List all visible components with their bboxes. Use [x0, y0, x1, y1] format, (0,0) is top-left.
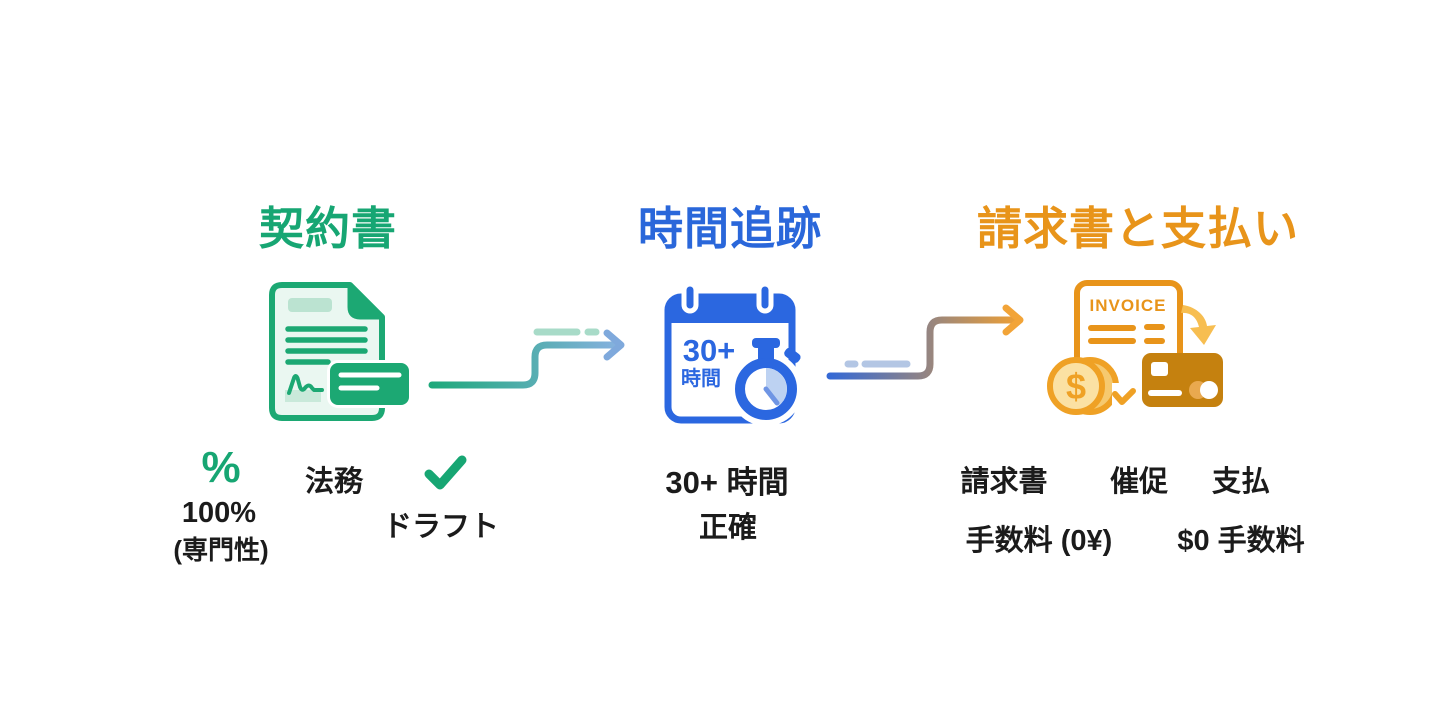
arrow-line [826, 316, 1022, 380]
card-logo-circle-right [1200, 381, 1218, 399]
stamp-lines [338, 372, 402, 391]
coin-front [1047, 357, 1105, 415]
arrow-contracts-to-time [428, 328, 625, 389]
curved-down-arrow [1181, 305, 1216, 345]
arrow-head [603, 329, 625, 361]
title-block [288, 298, 332, 312]
contracts-stat-legal: 法務 [304, 466, 364, 498]
invoice-lines [1088, 324, 1165, 344]
time-stat-hours: 30+ 時間 [665, 465, 789, 500]
text-lines [285, 326, 368, 365]
invoicing-stat-fee-jpy: 手数料 (0¥) [965, 525, 1113, 557]
arrow-time-to-invoice [826, 304, 1024, 380]
contracts-stat-draft: ドラフト [382, 511, 500, 543]
percent-icon: % [201, 443, 241, 492]
stopwatch-elapsed-wedge [766, 368, 787, 405]
time-stat-accurate: 正確 [698, 512, 758, 544]
signature-block [285, 390, 321, 402]
invoicing-stat-payment: 支払 [1211, 466, 1271, 498]
invoicing-title: 請求書と支払い [976, 203, 1300, 254]
contracts-stat-expertise: (専門性) [173, 535, 269, 565]
invoicing-stat-reminder: 催促 [1109, 466, 1169, 498]
coin-currency-symbol: $ [1066, 366, 1086, 407]
stamp-label [330, 363, 409, 405]
arrow-line [428, 341, 621, 389]
arrow-head [1002, 304, 1024, 336]
payment-check-icon [1112, 388, 1136, 405]
invoice-label: INVOICE [1090, 296, 1167, 315]
calendar-pegs [681, 281, 774, 314]
card-chip [1151, 362, 1168, 376]
time-tracking-title: 時間追跡 [637, 203, 823, 254]
dollar-coins: $ [1047, 357, 1119, 415]
contracts-title: 契約書 [258, 203, 398, 254]
credit-card [1142, 353, 1223, 407]
folded-corner [347, 282, 385, 320]
contracts-stat-percent: 100% [181, 497, 257, 529]
invoicing-stat-fee-usd: $0 手数料 [1177, 525, 1305, 557]
calendar-stopwatch-icon: 30+ 時間 [664, 281, 803, 424]
calendar-badge-number: 30+ [683, 333, 736, 368]
stopwatch-hand [763, 386, 780, 406]
signature-squiggle [287, 374, 324, 395]
invoicing-stat-invoice: 請求書 [960, 466, 1048, 498]
calendar-badge-unit: 時間 [681, 366, 721, 390]
contract-document-icon [269, 282, 412, 421]
checkmark-icon [424, 455, 467, 490]
stopwatch [729, 338, 803, 424]
invoice-card-icon: INVOICE $ [1047, 280, 1223, 415]
